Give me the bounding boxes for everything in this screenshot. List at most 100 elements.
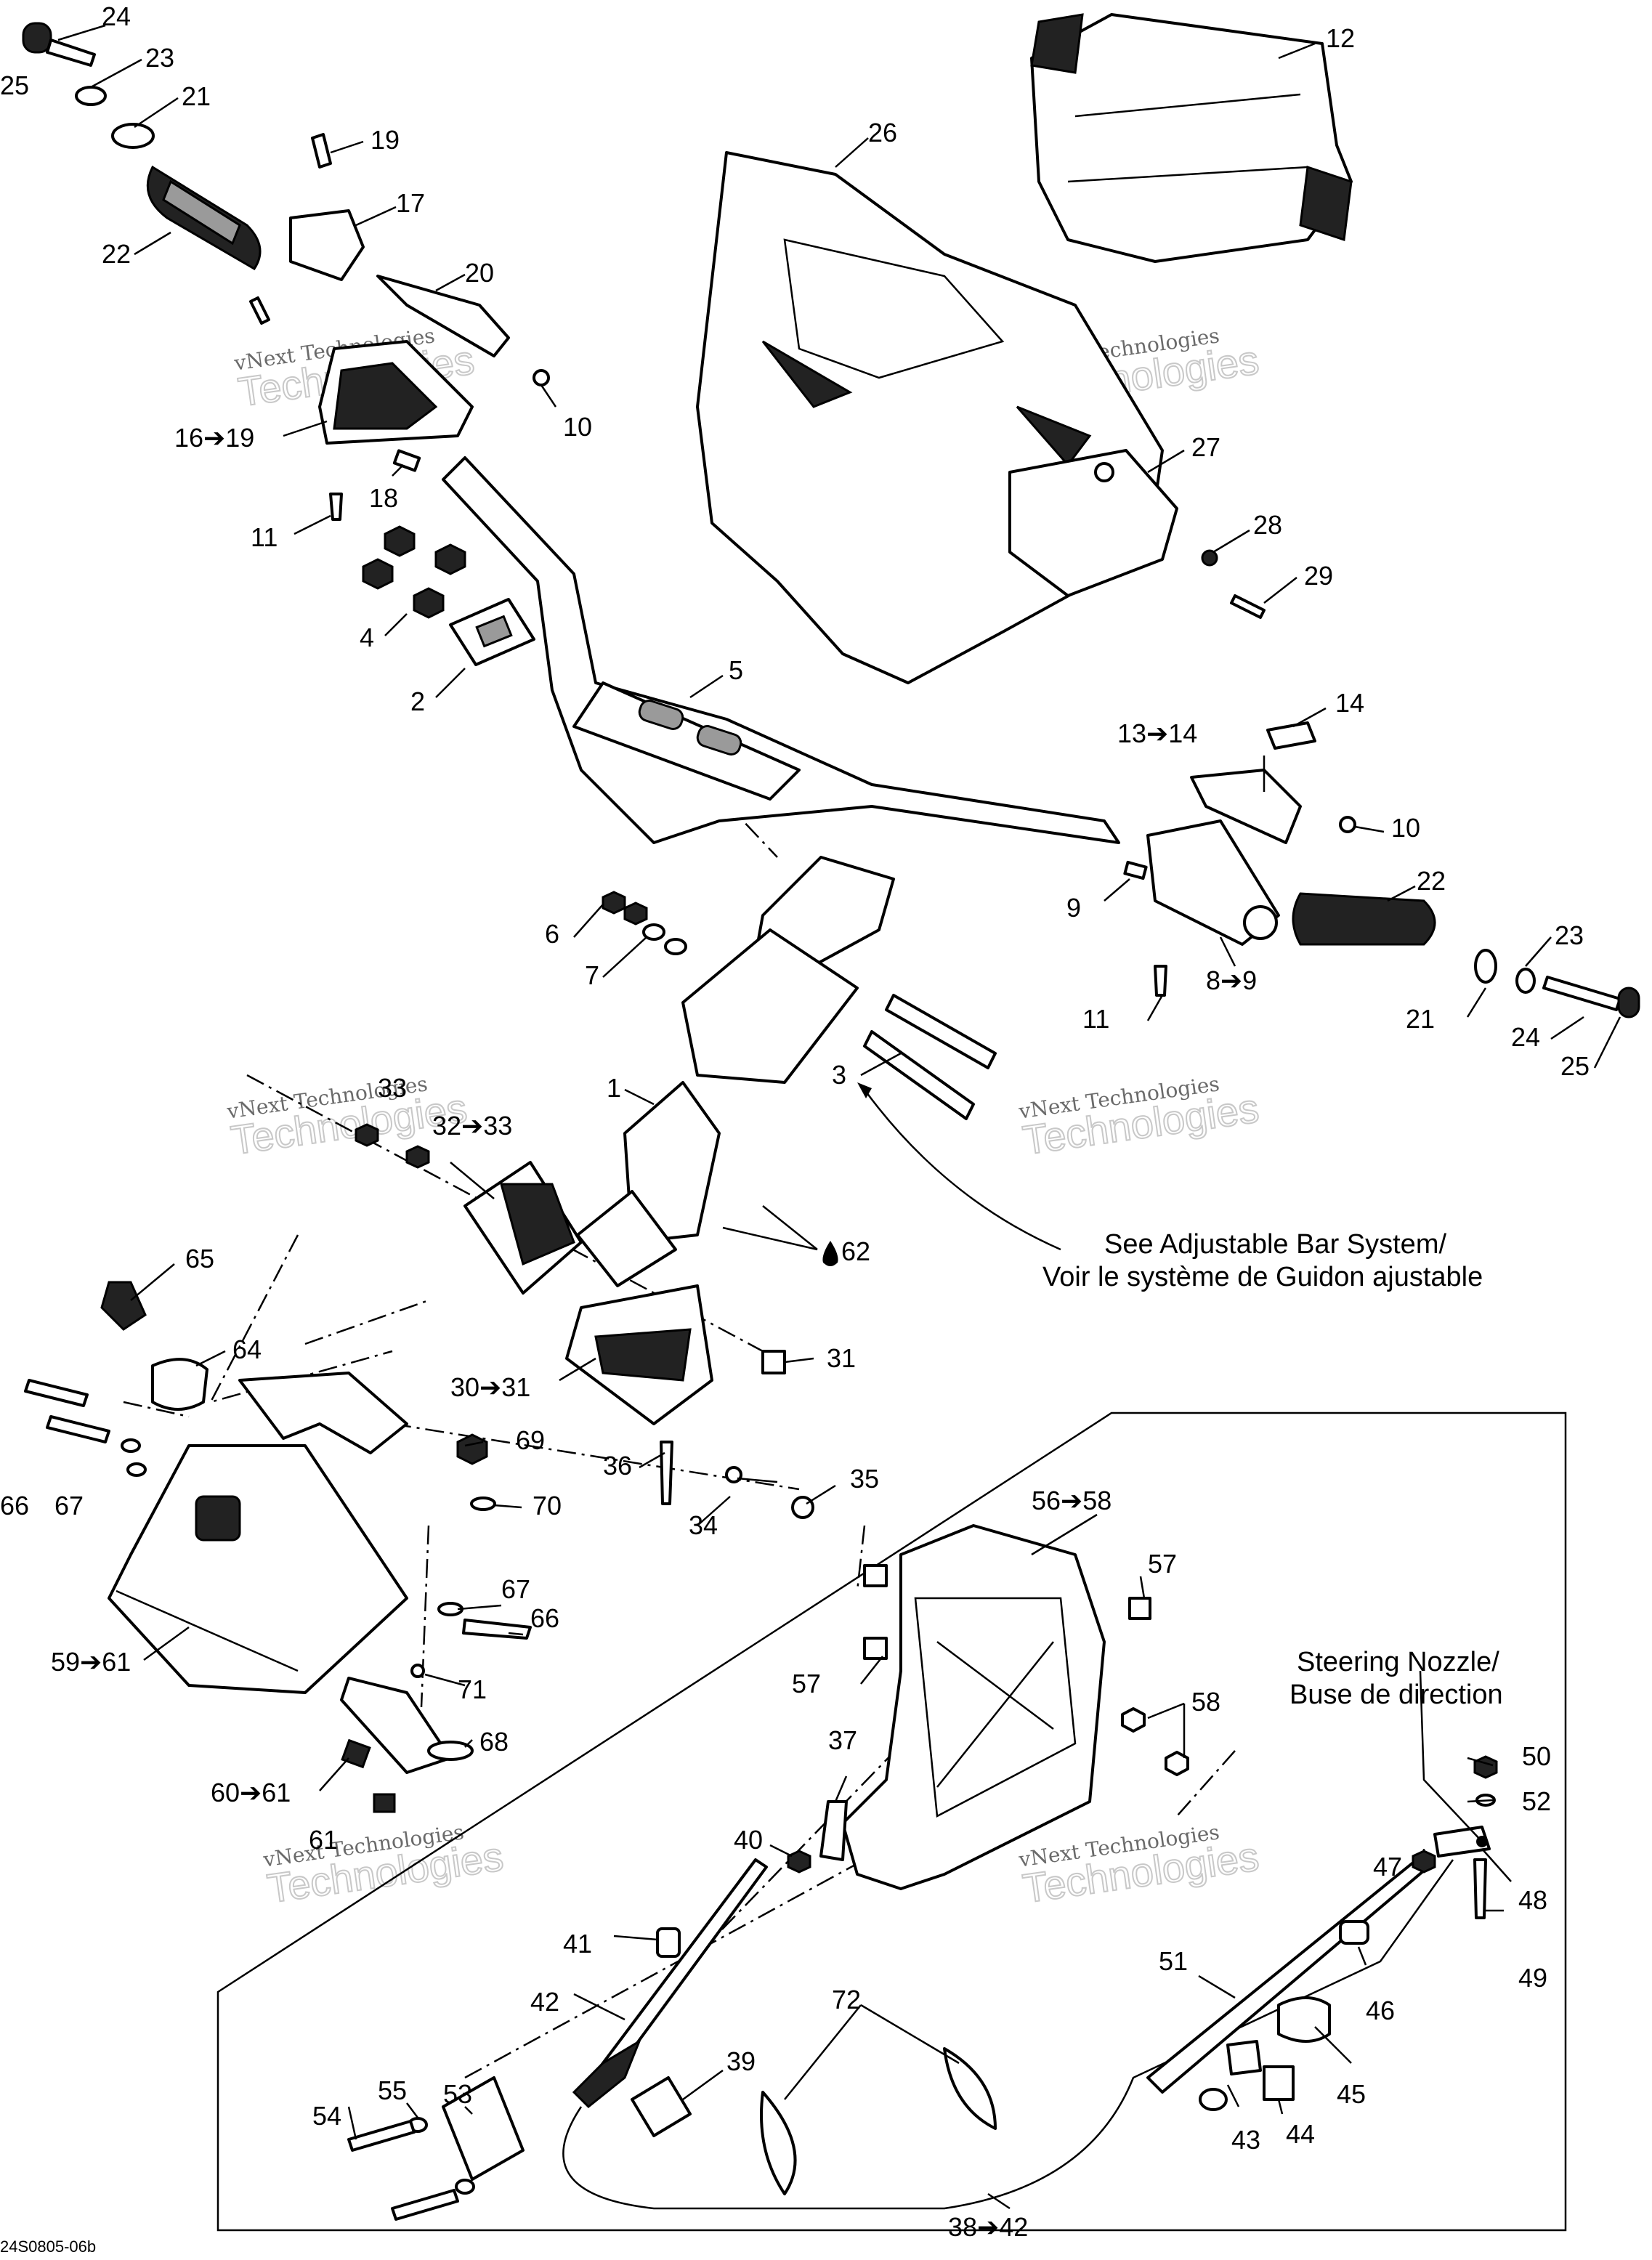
steering-support	[576, 856, 997, 1287]
callout-10: 10	[1391, 813, 1420, 843]
callout-43: 43	[1231, 2125, 1260, 2155]
nut-18	[392, 449, 421, 472]
callout-51: 51	[1159, 1946, 1188, 1976]
callout-45: 45	[1337, 2079, 1366, 2109]
callout-37: 37	[828, 1725, 857, 1755]
callout-21: 21	[182, 81, 211, 111]
washer-70	[470, 1496, 496, 1511]
callout-4: 4	[360, 623, 374, 652]
callout-44: 44	[1286, 2119, 1315, 2149]
callout-25: 25	[0, 70, 29, 100]
weight-21	[1474, 949, 1497, 984]
callout-21: 21	[1406, 1004, 1435, 1034]
strap-72	[943, 2047, 997, 2130]
nut-4	[362, 558, 394, 590]
washer-35	[791, 1496, 814, 1519]
screw-10	[533, 369, 550, 386]
pin-11	[1154, 965, 1167, 997]
callout-34: 34	[689, 1510, 718, 1540]
strap-72	[760, 2091, 797, 2195]
right-switch-housing	[1123, 721, 1640, 1018]
washer-67	[126, 1462, 147, 1477]
screw-10	[1339, 816, 1356, 833]
callout-16-19: 16➔19	[174, 423, 254, 453]
callout-24: 24	[102, 1, 131, 31]
washer-23	[75, 86, 107, 106]
drawing-code: 24S0805-06b	[0, 2237, 96, 2256]
callout-66: 66	[0, 1491, 29, 1520]
leader-lines	[57, 24, 1621, 2210]
cover-20	[376, 275, 510, 357]
bolt-3	[863, 1030, 975, 1120]
washer-67	[121, 1438, 141, 1453]
callout-35: 35	[850, 1464, 879, 1494]
callout-19: 19	[371, 125, 400, 155]
shroud-27	[1008, 449, 1266, 619]
callout-53: 53	[443, 2079, 472, 2109]
callout-14: 14	[1335, 688, 1364, 718]
callout-65: 65	[185, 1244, 214, 1273]
callout-58: 58	[1191, 1687, 1220, 1717]
callout-17: 17	[396, 188, 425, 218]
nut-9	[1123, 860, 1148, 880]
left-switch-housing	[249, 133, 550, 521]
callout-48: 48	[1518, 1885, 1547, 1915]
callout-55: 55	[378, 2075, 407, 2105]
callout-10: 10	[563, 412, 592, 442]
washer-43	[1199, 2088, 1228, 2111]
callout-46: 46	[1366, 1996, 1395, 2025]
callout-31: 31	[827, 1343, 856, 1373]
steering-cover-59	[108, 1372, 474, 1813]
callouts: 24 25 23 21 22 19 17 20 10 16➔19 18 11 4…	[0, 1, 1590, 2242]
pin-11	[329, 493, 343, 521]
washer-23	[1515, 968, 1536, 994]
nut-69	[456, 1433, 488, 1465]
bolt-36	[660, 1441, 673, 1505]
callout-49: 49	[1518, 1963, 1547, 1993]
end-cap-25	[1617, 987, 1640, 1018]
adjustable-bar-note-line1: See Adjustable Bar System/	[1104, 1229, 1446, 1260]
callout-29: 29	[1304, 561, 1333, 591]
callout-52: 52	[1522, 1786, 1551, 1816]
callout-57: 57	[1148, 1549, 1177, 1579]
cover-13	[1190, 769, 1302, 844]
callout-68: 68	[479, 1727, 509, 1757]
screw-19	[311, 133, 332, 169]
callout-54: 54	[312, 2101, 341, 2131]
callout-11: 11	[1082, 1004, 1109, 1034]
callout-32-33: 32➔33	[432, 1111, 512, 1141]
bolt-68	[427, 1741, 474, 1761]
callout-7: 7	[585, 960, 599, 990]
callout-12: 12	[1326, 23, 1355, 53]
callout-67: 67	[54, 1491, 84, 1520]
bracket-37	[819, 1800, 848, 1861]
nut-4	[413, 587, 445, 619]
washer-34	[725, 1466, 742, 1483]
callout-57: 57	[792, 1669, 821, 1698]
handlebar-5	[442, 456, 1120, 844]
callout-11: 11	[251, 522, 278, 552]
bushing-46	[1339, 1920, 1369, 1945]
nut-4	[434, 543, 466, 575]
nut-61	[341, 1738, 371, 1769]
washer-71	[410, 1664, 425, 1678]
knob-assembly	[100, 1281, 208, 1411]
nut-58	[1121, 1707, 1146, 1733]
callout-26: 26	[868, 118, 897, 147]
bushing-41	[656, 1927, 681, 1958]
spacer-43	[1226, 2040, 1262, 2075]
steering-cable-assembly	[347, 1755, 1498, 2221]
callout-30-31: 30➔31	[450, 1372, 530, 1402]
bolt-24	[46, 39, 96, 67]
grip-22	[1292, 892, 1436, 946]
weight-21	[111, 123, 155, 149]
nut-61	[373, 1793, 396, 1813]
callout-9: 9	[1066, 893, 1081, 923]
callout-67: 67	[501, 1574, 530, 1604]
callout-60-61: 60➔61	[211, 1778, 291, 1807]
nut-47	[1412, 1850, 1436, 1874]
knob-65	[100, 1281, 147, 1331]
nut-57	[1128, 1597, 1151, 1620]
callout-38-42: 38➔42	[948, 2212, 1028, 2242]
